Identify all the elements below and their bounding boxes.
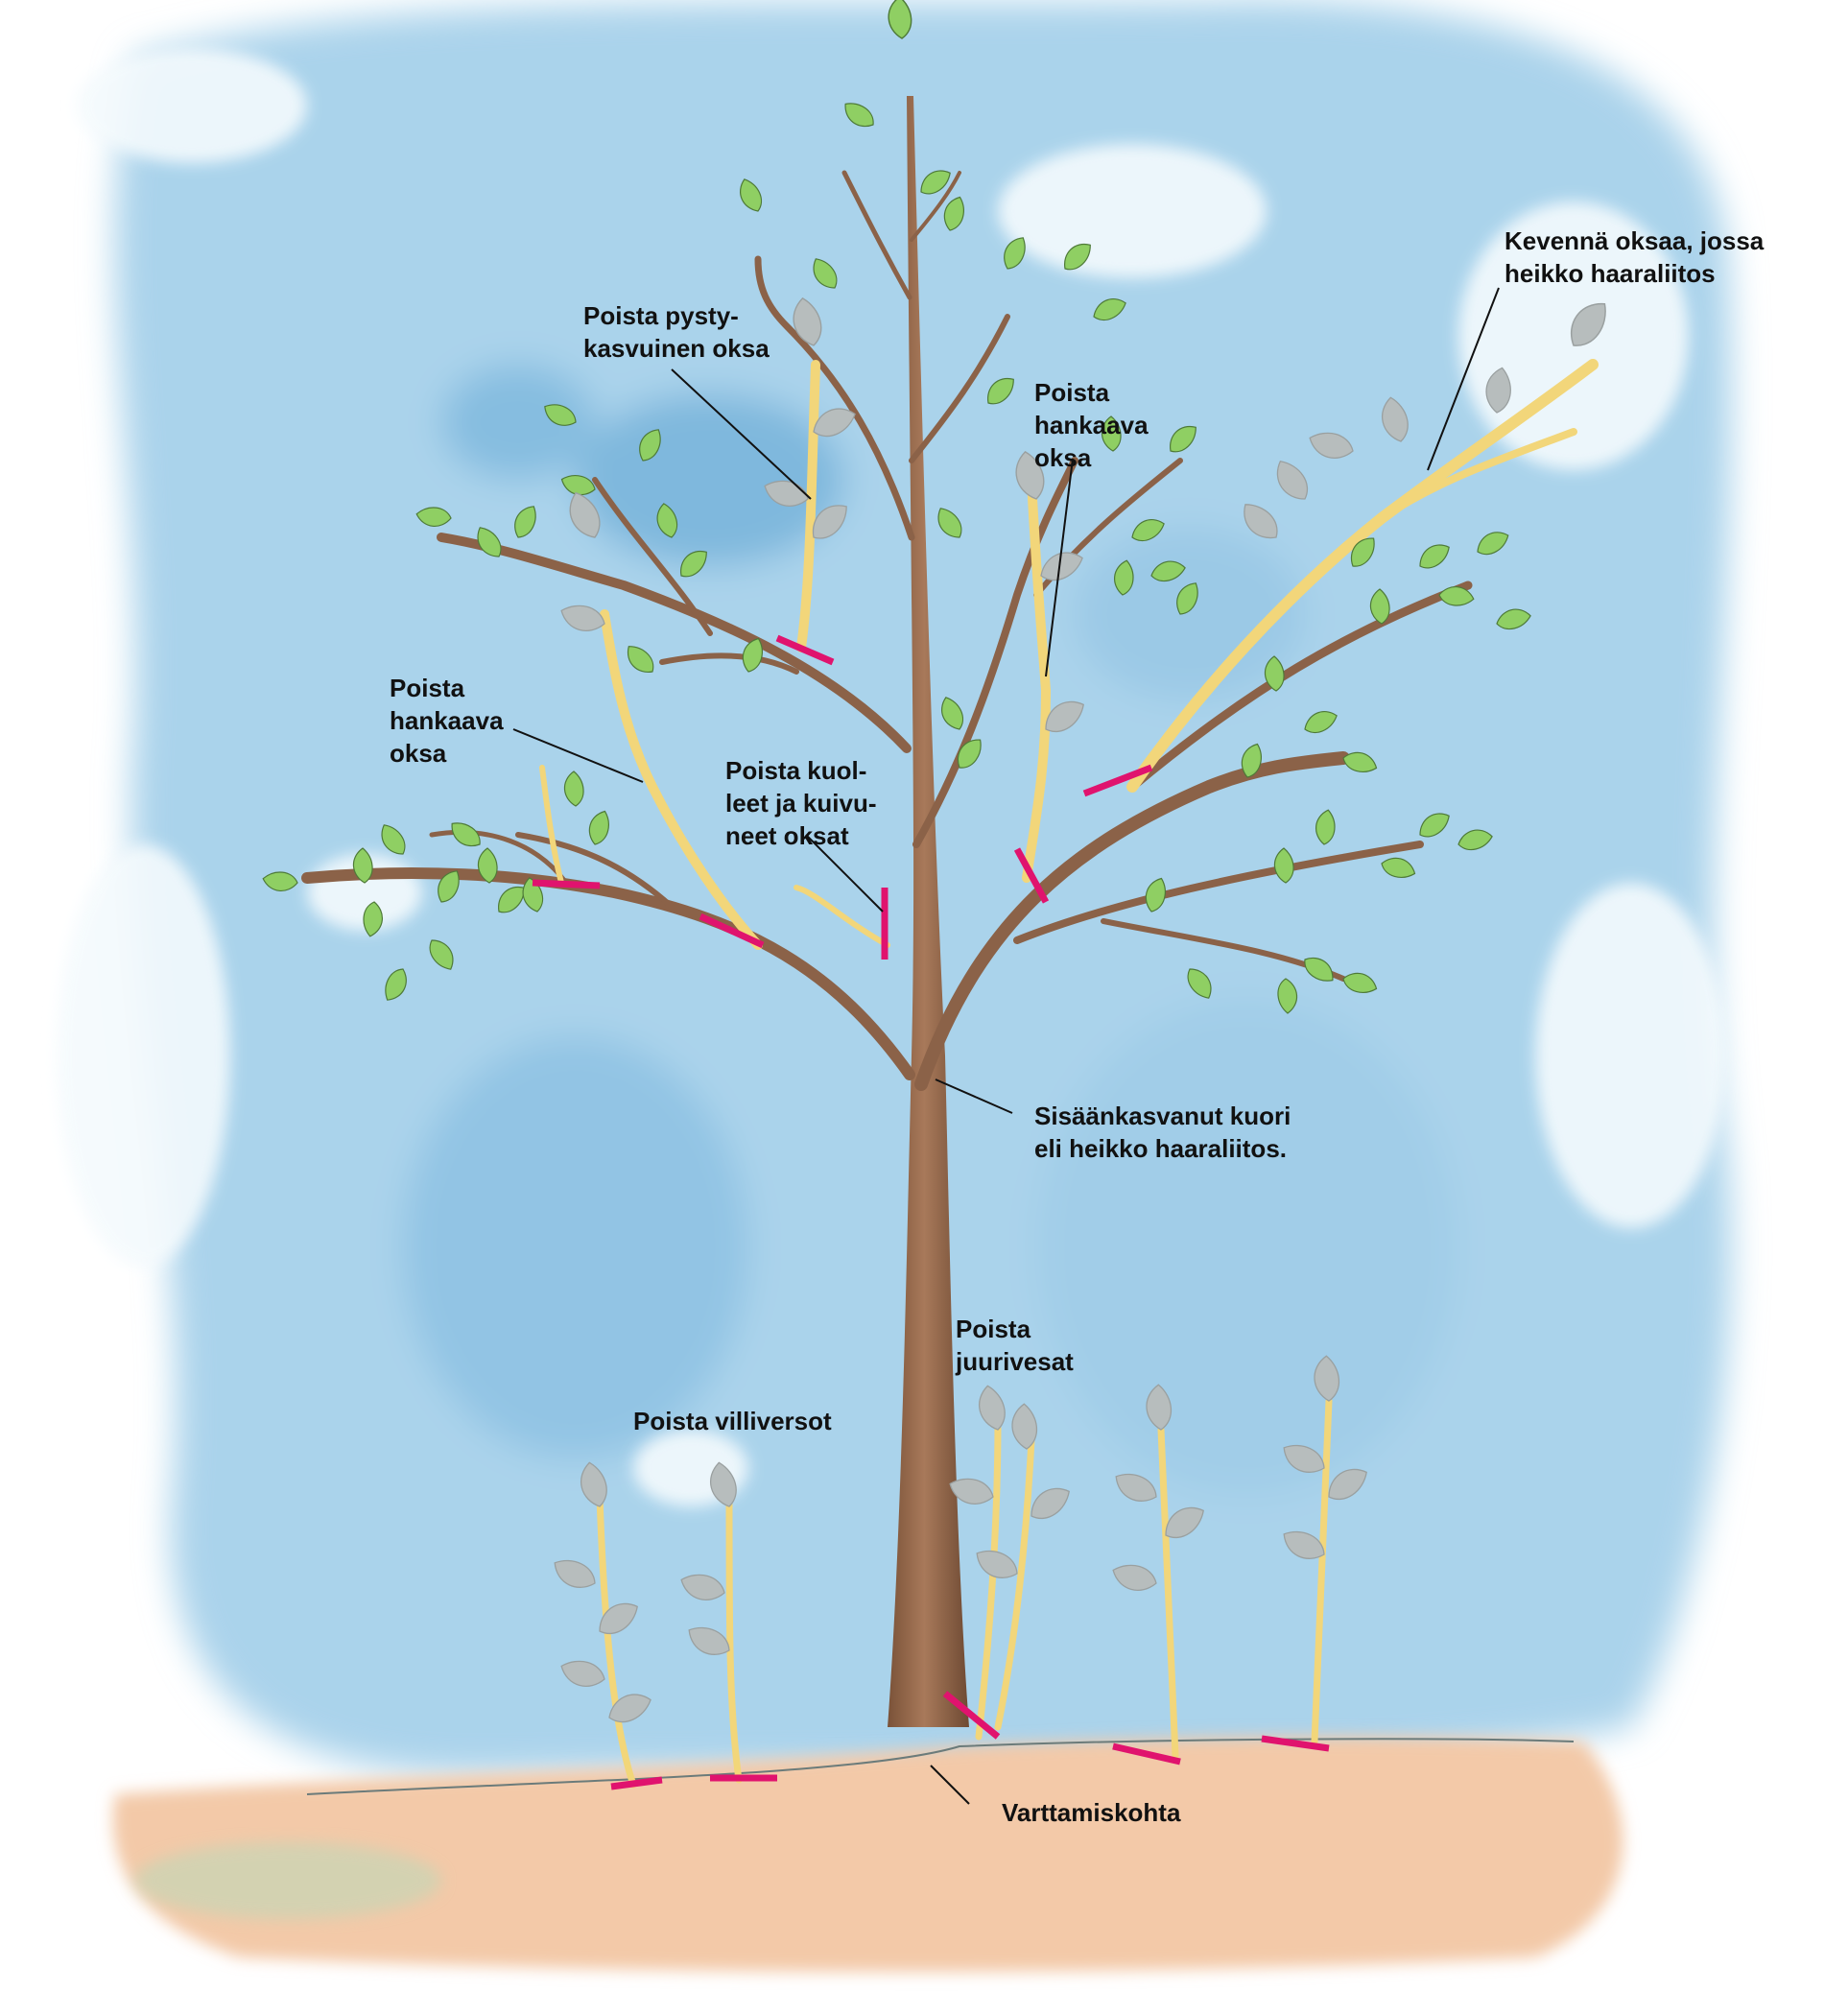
- label-line: hankaava: [390, 706, 504, 735]
- removal-branches: [539, 359, 1599, 1789]
- tree-trunk: [888, 96, 969, 1727]
- label-poista-hankaava-oksa-left: Poista hankaava oksa: [390, 672, 504, 770]
- label-line: Poista pysty-: [583, 301, 739, 330]
- cut-marks: [532, 634, 1330, 1790]
- label-line: Kevennä oksaa, jossa: [1504, 226, 1765, 255]
- label-line: Sisäänkasvanut kuori: [1034, 1102, 1291, 1130]
- label-line: juurivesat: [956, 1347, 1074, 1376]
- label-varttamiskohta: Varttamiskohta: [1002, 1796, 1180, 1829]
- label-line: Poista: [1034, 378, 1110, 407]
- label-poista-juurivesat: Poista juurivesat: [956, 1313, 1074, 1378]
- label-sisaankasvanut-kuori: Sisäänkasvanut kuori eli heikko haaralii…: [1034, 1100, 1291, 1165]
- label-poista-kuolleet-oksat: Poista kuol- leet ja kuivu- neet oksat: [725, 754, 877, 852]
- label-poista-hankaava-oksa-right: Poista hankaava oksa: [1034, 376, 1149, 474]
- label-line: Poista: [956, 1315, 1031, 1343]
- label-line: Varttamiskohta: [1002, 1798, 1181, 1827]
- label-poista-villiversot: Poista villiversot: [633, 1405, 832, 1437]
- label-line: kasvuinen oksa: [583, 334, 770, 363]
- label-line: Poista villiversot: [633, 1407, 832, 1435]
- label-line: eli heikko haaraliitos.: [1034, 1134, 1287, 1163]
- label-line: oksa: [1034, 443, 1092, 472]
- label-line: hankaava: [1034, 411, 1149, 439]
- label-line: leet ja kuivu-: [725, 789, 877, 818]
- label-poista-pystykasvuinen-oksa: Poista pysty- kasvuinen oksa: [583, 299, 770, 365]
- label-line: Poista: [390, 674, 465, 702]
- label-kevenna-oksaa: Kevennä oksaa, jossa heikko haaraliitos: [1504, 225, 1764, 290]
- label-line: neet oksat: [725, 821, 849, 850]
- label-line: oksa: [390, 739, 447, 768]
- label-line: Poista kuol-: [725, 756, 867, 785]
- label-line: heikko haaraliitos: [1504, 259, 1716, 288]
- ground: [112, 1737, 1623, 1972]
- branches: [301, 170, 1473, 1091]
- leader-lines: [512, 287, 1500, 1805]
